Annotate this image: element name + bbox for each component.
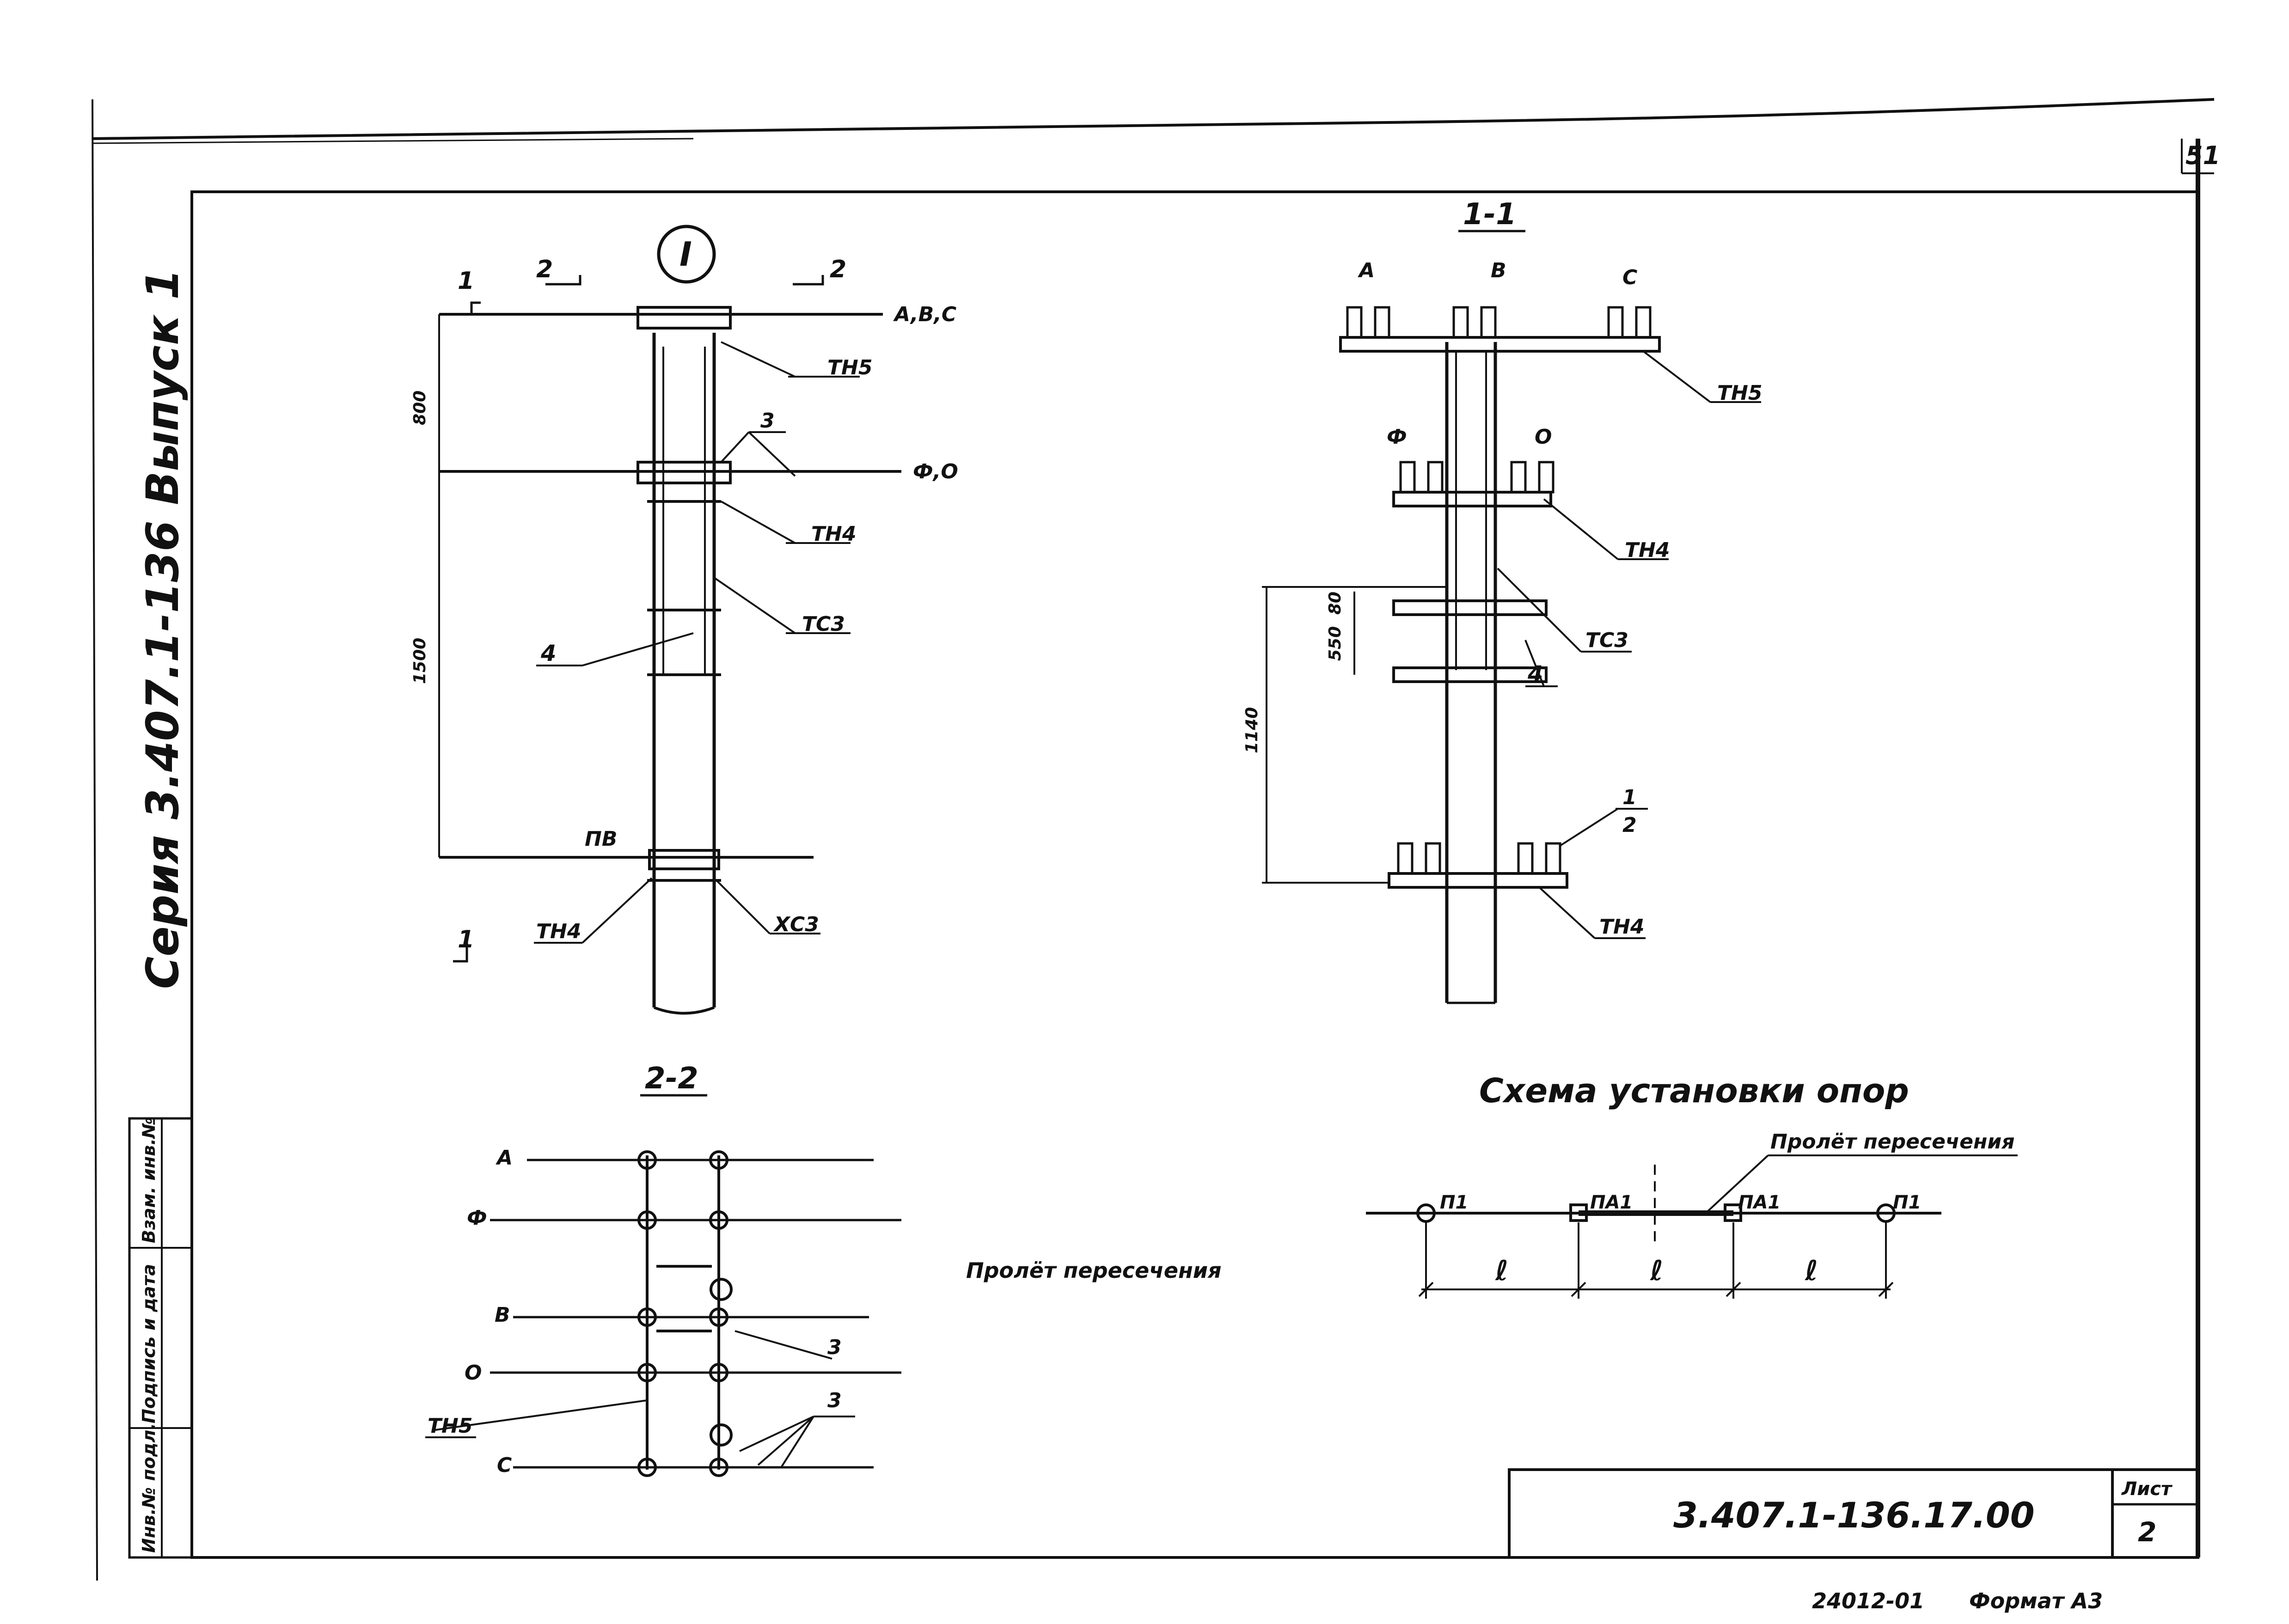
svg-text:ТН5: ТН5 — [1717, 381, 1762, 405]
svg-text:800: 800 — [410, 391, 429, 425]
svg-text:ℓ: ℓ — [1805, 1255, 1818, 1287]
svg-text:A,B,C: A,B,C — [893, 303, 956, 326]
svg-text:П1: П1 — [1440, 1192, 1468, 1213]
svg-text:3: 3 — [827, 1336, 842, 1359]
view-marker: I — [679, 235, 692, 274]
side-stamp: Серия 3.407.1-136 Выпуск 1 — [137, 269, 189, 989]
svg-text:ХС3: ХС3 — [773, 913, 819, 936]
svg-text:ТН4: ТН4 — [1599, 915, 1644, 939]
sheet-number: 2 — [2138, 1516, 2156, 1548]
svg-text:Ф: Ф — [467, 1206, 487, 1230]
svg-text:ПВ: ПВ — [585, 827, 617, 851]
svg-text:ПА1: ПА1 — [1738, 1192, 1781, 1213]
svg-text:Пролёт пересечения: Пролёт пересечения — [1770, 1130, 2014, 1154]
svg-text:1500: 1500 — [410, 638, 429, 684]
svg-text:1-1: 1-1 — [1463, 197, 1517, 232]
center-note: Пролёт пересечения — [966, 1258, 1222, 1283]
footer-right: Формат А3 — [1969, 1588, 2103, 1613]
svg-text:1: 1 — [458, 267, 474, 295]
svg-text:C: C — [1622, 266, 1637, 289]
side-boxes: Инв.№ подл. Подпись и дата Взам. инв.№ — [128, 1117, 193, 1559]
svg-text:ТН5: ТН5 — [428, 1414, 472, 1438]
svg-text:Ф: Ф — [1387, 425, 1407, 449]
svg-text:С: С — [497, 1453, 512, 1477]
svg-text:ТН4: ТН4 — [1625, 538, 1670, 562]
svg-text:Взам. инв.№: Взам. инв.№ — [139, 1117, 159, 1244]
svg-text:80: 80 — [1326, 592, 1345, 615]
view-1-1: 1-1 A B C Ф О 80 — [1242, 197, 1762, 1004]
svg-text:3: 3 — [760, 409, 775, 433]
svg-text:2-2: 2-2 — [645, 1062, 698, 1096]
svg-text:ТС3: ТС3 — [1585, 629, 1628, 652]
main-view: I 1 2 2 1 A,B,C Ф,О ПВ 800 1500 — [410, 225, 958, 1015]
wire-clamps — [637, 1150, 733, 1477]
sheet-label: Лист — [2121, 1478, 2173, 1500]
poles-scheme: Схема установки опор Пролёт пересечения … — [1366, 1071, 2018, 1299]
svg-text:1140: 1140 — [1242, 707, 1261, 753]
insulators — [1346, 306, 1652, 875]
svg-text:Инв.№ подл.: Инв.№ подл. — [139, 1423, 159, 1553]
footer-left: 24012-01 — [1812, 1588, 1924, 1613]
svg-text:4: 4 — [1527, 661, 1543, 687]
svg-text:ℓ: ℓ — [1495, 1255, 1508, 1287]
view-marker-circle — [657, 225, 716, 284]
svg-text:Подпись и дата: Подпись и дата — [139, 1264, 159, 1423]
title-block: 3.407.1-136.17.00 Лист 2 — [1508, 1468, 2199, 1559]
svg-text:A: A — [1358, 259, 1375, 282]
svg-text:2: 2 — [1622, 813, 1637, 837]
svg-text:B: B — [1491, 259, 1506, 282]
svg-text:2: 2 — [536, 256, 553, 283]
svg-text:2: 2 — [830, 256, 846, 283]
svg-text:4: 4 — [540, 641, 556, 666]
svg-text:О: О — [465, 1361, 482, 1385]
document-code: 3.407.1-136.17.00 — [1673, 1495, 2035, 1536]
svg-text:Серия 3.407.1-136 Выпуск 1: Серия 3.407.1-136 Выпуск 1 — [137, 269, 189, 989]
svg-text:Ф,О: Ф,О — [913, 460, 958, 483]
svg-text:1: 1 — [1622, 786, 1637, 809]
svg-text:ТН4: ТН4 — [811, 522, 856, 546]
svg-text:О: О — [1535, 425, 1552, 449]
svg-text:550: 550 — [1326, 626, 1345, 661]
svg-text:1: 1 — [458, 926, 474, 953]
view-2-2: 2-2 А Ф В О С 3 ТН5 3 — [425, 1062, 901, 1477]
page-number: 51 — [2185, 141, 2220, 170]
svg-text:В: В — [495, 1303, 510, 1327]
svg-text:П1: П1 — [1893, 1192, 1921, 1213]
svg-text:ТН4: ТН4 — [536, 920, 581, 943]
svg-text:ℓ: ℓ — [1650, 1255, 1663, 1287]
svg-text:ТС3: ТС3 — [802, 612, 845, 636]
svg-text:А: А — [496, 1146, 513, 1170]
svg-text:Схема установки опор: Схема установки опор — [1479, 1071, 1909, 1110]
sheet-frame — [92, 98, 2215, 1581]
svg-text:3: 3 — [827, 1389, 842, 1412]
svg-text:ПА1: ПА1 — [1590, 1192, 1633, 1213]
svg-text:ТН5: ТН5 — [827, 356, 872, 379]
